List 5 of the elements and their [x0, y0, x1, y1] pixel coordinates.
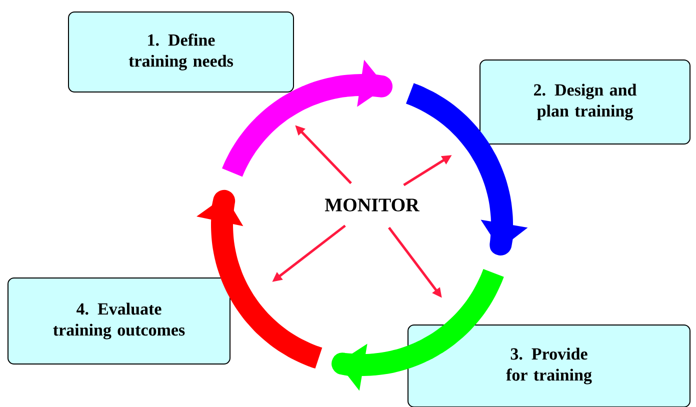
center-label: MONITOR — [325, 198, 420, 212]
stage-box: 3. Provide for training — [408, 324, 690, 407]
stage-box: 2. Design and plan training — [480, 60, 690, 144]
stage-box: 4. Evaluate training outcomes — [8, 278, 230, 364]
stage-box: 1. Define training needs — [68, 12, 294, 92]
